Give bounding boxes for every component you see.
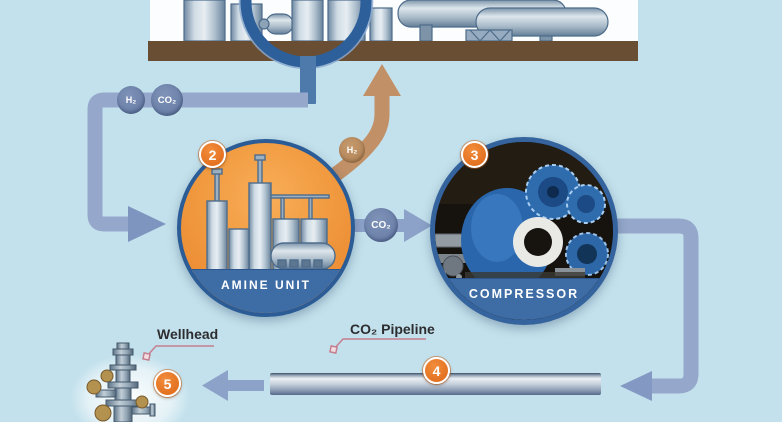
amine-unit-label: AMINE UNIT [221, 278, 311, 292]
compressor-band: COMPRESSOR [435, 278, 613, 320]
compressor-circle: COMPRESSOR [430, 137, 618, 325]
refinery-illustration [148, 0, 638, 61]
h2-feed-badge: H₂ [117, 86, 145, 114]
refinery-ground [148, 41, 638, 61]
co2-pipeline-label: CO₂ Pipeline [350, 321, 435, 337]
magnifier-ring [238, 0, 374, 104]
arrowhead-h2-up [363, 64, 401, 96]
step-badge-3: 3 [461, 141, 488, 168]
arrow-to-wellhead [202, 370, 264, 401]
label-leader-lines [142, 338, 426, 361]
arrowhead-into-compressor [404, 209, 432, 242]
h2-return-arrow [327, 64, 401, 184]
refinery-tanks [183, 0, 609, 42]
co2-feed-badge: CO₂ [151, 84, 183, 116]
pipe-h2-co2-feed [87, 92, 308, 242]
step-badge-5: 5 [154, 370, 181, 397]
co2-transfer-badge: CO₂ [364, 208, 398, 242]
co2-pipeline-tube [270, 373, 601, 395]
step-badge-4: 4 [423, 357, 450, 384]
wellhead-illustration [86, 342, 156, 422]
pipeline-leader-marker [329, 345, 338, 354]
wellhead-leader-marker [142, 352, 151, 361]
pipe-compressor-out [610, 218, 699, 401]
compressor-label: COMPRESSOR [468, 287, 580, 301]
amine-unit-circle: AMINE UNIT [177, 139, 355, 317]
step-badge-2: 2 [199, 141, 226, 168]
arrowhead-into-pipeline [620, 371, 652, 401]
pipeline-leader-line [333, 338, 426, 350]
magnifier-stem [300, 56, 316, 104]
wellhead-leader-line [146, 345, 214, 357]
arrowhead-into-wellhead [202, 370, 228, 401]
wellhead-label: Wellhead [157, 326, 219, 342]
amine-unit-band: AMINE UNIT [181, 269, 351, 313]
h2-return-badge: H₂ [339, 137, 365, 163]
arrowhead-into-amine [128, 206, 166, 242]
